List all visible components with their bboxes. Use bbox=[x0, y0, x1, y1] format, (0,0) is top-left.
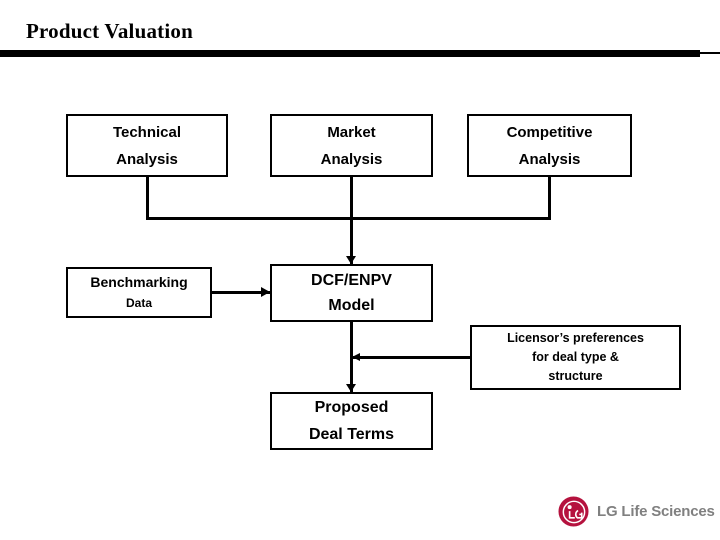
node-licensor-preferences[interactable]: Licensor’s preferences for deal type & s… bbox=[470, 325, 681, 390]
node-benchmarking-data[interactable]: Benchmarking Data bbox=[66, 267, 212, 318]
connector-technical-to-bus bbox=[146, 177, 149, 219]
arrowhead-left-to-spine-icon bbox=[352, 353, 360, 361]
connector-bus-to-dcf bbox=[350, 219, 353, 264]
connector-market-to-bus bbox=[350, 177, 353, 219]
connector-licensor-to-spine bbox=[352, 356, 470, 359]
connector-dcf-to-proposed bbox=[350, 322, 353, 392]
node-proposed-deal-terms-line-1: Proposed bbox=[314, 399, 389, 416]
node-market-analysis-line-1: Market bbox=[327, 123, 376, 141]
arrowhead-down-to-proposed-icon bbox=[346, 384, 356, 392]
node-dcf-enpv-model-line-1: DCF/ENPV bbox=[311, 272, 392, 289]
node-technical-analysis-line-2: Analysis bbox=[116, 150, 178, 168]
node-licensor-preferences-line-2: for deal type & bbox=[532, 350, 619, 364]
title-divider-thin bbox=[700, 52, 720, 54]
title-divider-thick bbox=[0, 50, 700, 57]
connector-competitive-to-bus bbox=[548, 177, 551, 219]
brand-logo: LG Life Sciences bbox=[558, 494, 715, 528]
node-market-analysis-line-2: Analysis bbox=[320, 150, 383, 168]
page-title: Product Valuation bbox=[26, 19, 193, 43]
node-dcf-enpv-model[interactable]: DCF/ENPV Model bbox=[270, 264, 433, 322]
connector-benchmarking-to-dcf bbox=[212, 291, 270, 294]
connector-horizontal-bus bbox=[146, 217, 551, 220]
node-competitive-analysis[interactable]: Competitive Analysis bbox=[467, 114, 632, 177]
node-licensor-preferences-line-1: Licensor’s preferences bbox=[507, 331, 644, 345]
arrowhead-right-to-dcf-icon bbox=[261, 287, 270, 297]
node-licensor-preferences-line-3: structure bbox=[548, 369, 603, 383]
node-technical-analysis-line-1: Technical bbox=[112, 123, 182, 141]
brand-logo-text: LG Life Sciences bbox=[597, 502, 715, 520]
lg-life-sciences-mark-icon bbox=[558, 495, 589, 527]
node-competitive-analysis-line-1: Competitive bbox=[506, 123, 593, 141]
node-benchmarking-data-line-2: Data bbox=[125, 296, 152, 310]
node-benchmarking-data-line-1: Benchmarking bbox=[90, 274, 188, 290]
node-proposed-deal-terms[interactable]: Proposed Deal Terms bbox=[270, 392, 433, 450]
node-technical-analysis[interactable]: Technical Analysis bbox=[66, 114, 228, 177]
node-dcf-enpv-model-line-2: Model bbox=[328, 297, 375, 314]
node-competitive-analysis-line-2: Analysis bbox=[518, 150, 581, 168]
node-proposed-deal-terms-line-2: Deal Terms bbox=[308, 426, 395, 443]
arrowhead-down-to-dcf-icon bbox=[346, 256, 356, 264]
node-market-analysis[interactable]: Market Analysis bbox=[270, 114, 433, 177]
